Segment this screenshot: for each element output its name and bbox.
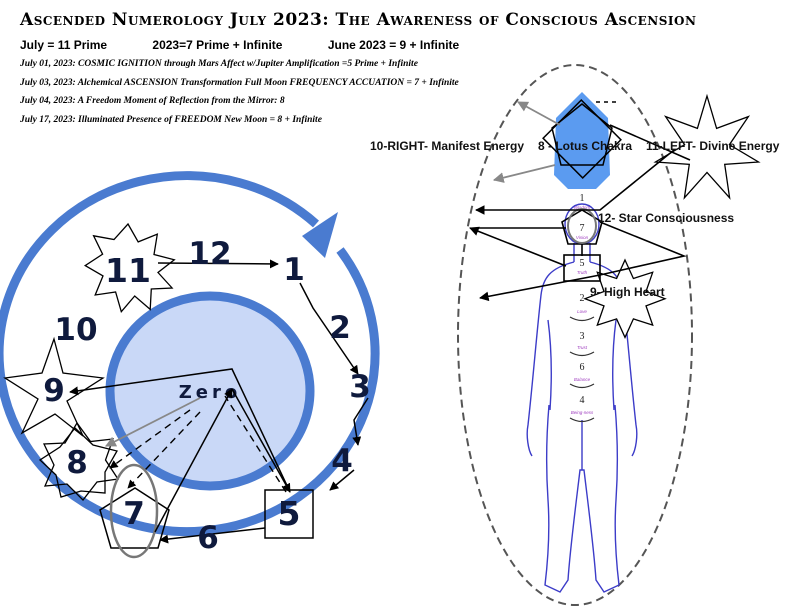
date-item: July 17, 2023: Illuminated Presence of F… [20,114,322,125]
chakra-number: 6 [580,362,585,373]
divine-energy-star [653,93,761,200]
wheel-number-2: 2 [329,310,351,346]
flow-3-to-4 [352,397,369,446]
wheel-number-11: 11 [105,251,151,290]
label-lotus-chakra: 8 - Lotus Chakra [538,139,632,153]
arrow-star-to-left [475,149,675,215]
subtitle: July = 11 Prime 2023=7 Prime + Infinite … [20,38,501,52]
flow-5-to-9 [69,368,291,493]
flow-1-to-3 [299,282,359,375]
wheel-number-3: 3 [349,369,371,405]
wheel-number-10: 10 [54,312,97,348]
arrow-heart-zig [479,221,687,302]
chakra-word: Truth [577,270,588,275]
wheel-number-1: 1 [283,252,305,288]
flow-5-to-7 [159,527,266,544]
subtitle-year: 2023=7 Prime + Infinite [152,38,283,52]
label-star-consciousness: 12- Star Consciousness [598,211,734,225]
chakra-bowl [569,316,595,423]
chakra-number: 7 [580,223,585,234]
flow-dashed-b [109,409,191,469]
date-item: July 03, 2023: Alchemical ASCENSION Tran… [20,77,459,88]
chakra-word: Wisdom [574,205,590,210]
arrow-lotus-up [517,101,561,126]
flow-zero-to-5 [231,388,291,493]
wheel-number-12: 12 [188,236,231,272]
star-9-shape [3,336,105,437]
chakra-word: Trust [577,345,588,350]
wheel-number-4: 4 [331,443,353,479]
star-8-shape-b [38,427,118,498]
star-consciousness-oval [567,208,597,244]
flow-7-to-zero [154,388,233,533]
page-title: Ascended Numerology July 2023: The Aware… [20,10,697,30]
numerology-wheel: Zero 12 1 2 3 4 5 6 7 8 9 10 11 [0,171,380,559]
outer-ring [0,171,380,537]
star-11-shape [83,222,176,314]
flow-dashed-a [224,395,287,493]
chakra-column: 1 Wisdom 7 Vision 5 Truth 2 Love 3 Trust… [569,193,595,423]
chakra-number: 2 [580,293,585,304]
chakra-word: Vision [576,235,589,240]
chakra-number: 1 [580,193,585,204]
label-left-divine: 11-LEFT- Divine Energy [646,139,780,153]
label-right-manifest: 10-RIGHT- Manifest Energy [370,139,524,153]
date-item: July 04, 2023: A Freedom Moment of Refle… [20,96,285,106]
chakra-word: Balance [574,377,591,382]
flow-gray-zero-to-8 [105,397,201,447]
subtitle-july: July = 11 Prime [20,38,108,52]
wheel-number-5: 5 [278,494,301,533]
label-high-heart: 9- High Heart [590,285,665,299]
arrow-throat-to-left [469,226,567,267]
date-list: July 01, 2023: COSMIC IGNITION through M… [20,57,459,131]
wheel-number-8: 8 [66,445,88,481]
flow-dashed-c [127,411,201,489]
arrow-lotus-right [609,124,691,161]
human-figure [526,203,638,593]
high-heart-star [583,258,667,339]
wheel-number-6: 6 [197,520,219,556]
aura-oval [457,64,693,606]
oval-7-shape [109,463,159,559]
pentagon-7-shape [99,487,170,549]
wheel-number-9: 9 [43,373,65,409]
chakra-word: Love [577,309,587,314]
arrow-right-energy [492,164,556,183]
ring-arrowhead [302,212,338,258]
wheel-number-7: 7 [123,496,145,532]
date-item: July 01, 2023: COSMIC IGNITION through M… [20,59,418,69]
body-diagram: 1 Wisdom 7 Vision 5 Truth 2 Love 3 Trust… [370,64,780,606]
chakra-word: Being-ness [571,410,594,415]
flow-11-to-1 [157,259,279,269]
center-label: Zero [179,382,242,403]
chakra-number: 3 [580,331,585,342]
chakra-number: 5 [580,258,585,269]
chakra-number: 4 [580,395,585,406]
subtitle-june: June 2023 = 9 + Infinite [327,38,460,52]
flow-4-to-5 [329,469,355,491]
